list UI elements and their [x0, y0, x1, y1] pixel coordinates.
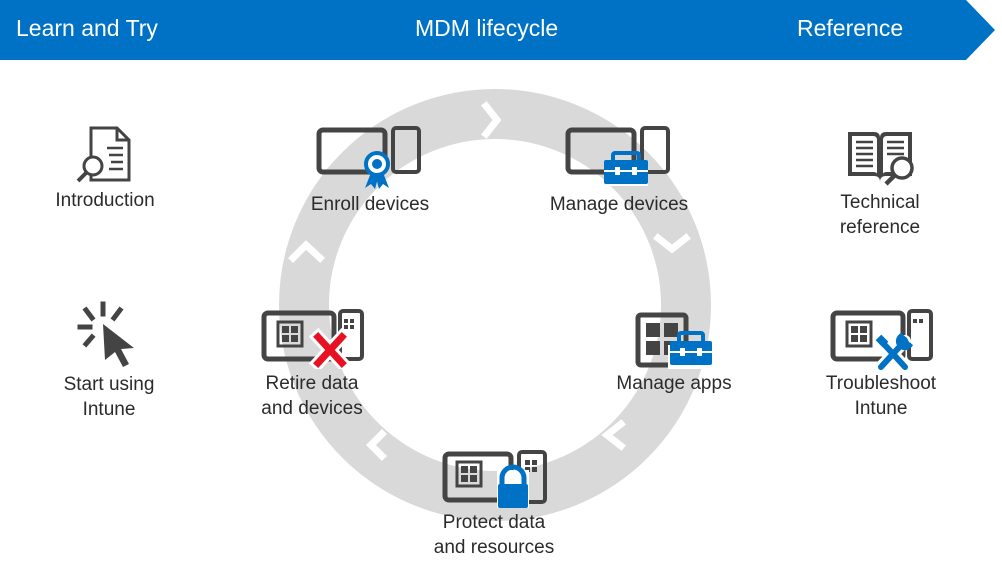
- manage-devices-item[interactable]: Manage devices: [544, 126, 694, 217]
- manage-devices-label: Manage devices: [549, 194, 689, 215]
- start-using-intune-item[interactable]: Start using Intune: [44, 300, 174, 422]
- technical-label-line1: Technical: [840, 192, 920, 213]
- section-mdm-lifecycle: MDM lifecycle: [415, 15, 559, 41]
- troubleshoot-label-line2: Intune: [854, 398, 908, 419]
- protect-data-resources-item[interactable]: Protect data and resources: [424, 450, 564, 560]
- cursor-click-icon: [77, 301, 134, 367]
- troubleshoot-intune-item[interactable]: Troubleshoot Intune: [816, 309, 946, 421]
- enroll-devices-item[interactable]: Enroll devices: [300, 126, 440, 217]
- device-x-icon: [261, 309, 364, 369]
- start-using-label-line1: Start using: [63, 374, 155, 395]
- protect-label-line1: Protect data: [442, 512, 546, 533]
- manage-apps-label: Manage apps: [616, 373, 732, 394]
- troubleshoot-label-line1: Troubleshoot: [825, 373, 937, 394]
- apps-toolbox-icon: [635, 312, 714, 369]
- document-search-icon: [76, 126, 131, 183]
- device-toolbox-icon: [565, 126, 670, 186]
- ring-chevron-icon: [481, 101, 502, 139]
- ring-chevron-icon: [601, 419, 626, 451]
- section-reference: Reference: [797, 15, 904, 41]
- section-learn-and-try: Learn and Try: [16, 15, 158, 41]
- manage-apps-item[interactable]: Manage apps: [604, 311, 744, 396]
- device-ribbon-icon: [316, 126, 421, 189]
- header-banner: [0, 0, 995, 60]
- device-wrench-icon: [830, 309, 933, 371]
- enroll-devices-label: Enroll devices: [310, 194, 430, 215]
- book-search-icon: [848, 132, 914, 186]
- retire-data-devices-item[interactable]: Retire data and devices: [252, 309, 372, 421]
- ring-chevron-icon: [288, 240, 325, 263]
- start-using-label-line2: Intune: [82, 399, 136, 420]
- device-lock-icon: [442, 450, 547, 508]
- retire-label-line2: and devices: [261, 398, 363, 419]
- technical-label-line2: reference: [839, 217, 921, 238]
- technical-reference-item[interactable]: Technical reference: [815, 126, 945, 240]
- ring-chevron-icon: [366, 429, 387, 461]
- ring-chevron-icon: [653, 233, 691, 254]
- introduction-label: Introduction: [55, 190, 155, 211]
- retire-label-line1: Retire data: [265, 373, 359, 394]
- protect-label-line2: and resources: [433, 537, 555, 558]
- introduction-item[interactable]: Introduction: [40, 126, 170, 213]
